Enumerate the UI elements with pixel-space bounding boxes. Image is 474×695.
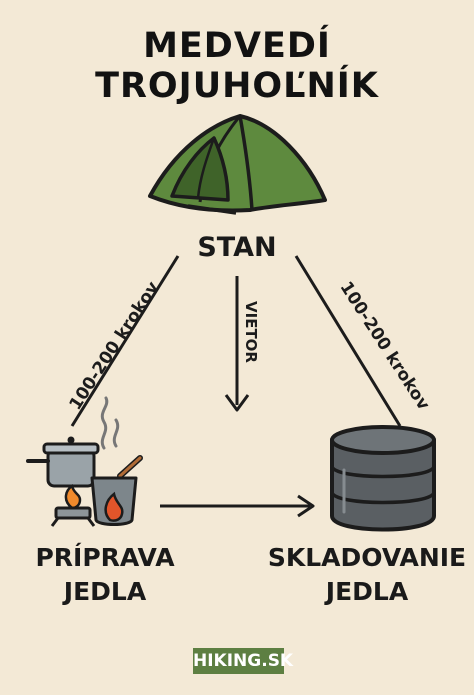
food-prep-label-line2: JEDLA [63, 577, 147, 606]
prep-to-storage-arrow [160, 494, 315, 518]
tent-icon [148, 114, 327, 215]
diagram-title: MEDVEDÍ TROJUHOĽNÍK [95, 26, 379, 106]
wind-label: VIETOR [241, 301, 260, 363]
storage-barrel-icon [330, 425, 436, 532]
source-badge: HIKING.SK [193, 648, 293, 674]
food-prep-label-line1: PRÍPRAVA [35, 543, 175, 572]
food-storage-label: SKLADOVANIE JEDLA [260, 541, 474, 609]
tent-label: STAN [197, 232, 277, 263]
edge-tent-storage [294, 255, 402, 427]
edge-tent-prep [70, 255, 180, 427]
wind-arrow-icon [224, 276, 250, 412]
cooking-icon [26, 396, 143, 527]
food-storage-label-line2: JEDLA [325, 577, 409, 606]
food-storage-label-line1: SKLADOVANIE [267, 543, 467, 572]
food-prep-label: PRÍPRAVA JEDLA [10, 541, 200, 609]
